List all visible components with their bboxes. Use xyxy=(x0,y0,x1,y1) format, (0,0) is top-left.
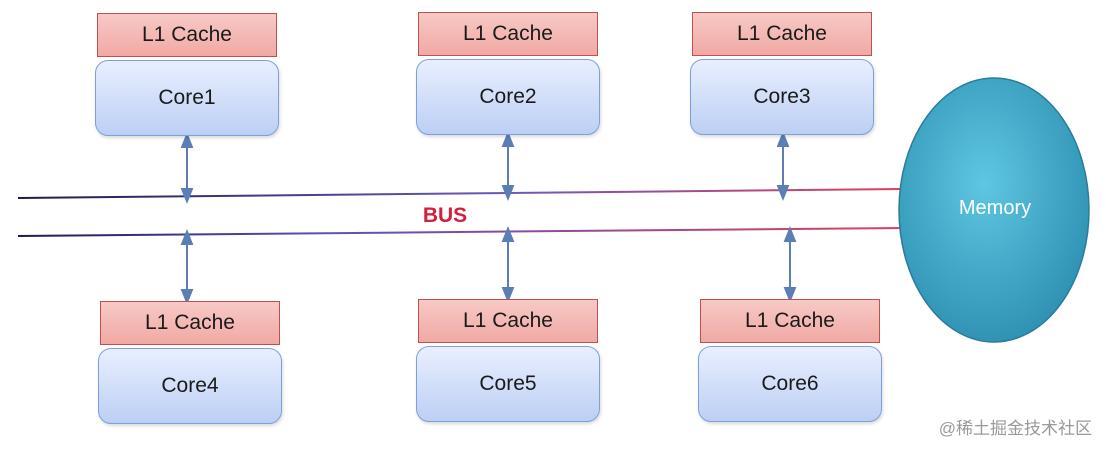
l1-cache-core5: L1 Cache xyxy=(418,299,598,343)
memory-ellipse xyxy=(898,77,1090,343)
watermark-text: @稀土掘金技术社区 xyxy=(938,419,1092,438)
l1-cache-core3: L1 Cache xyxy=(692,12,872,56)
bus-upper-line xyxy=(17,188,901,199)
core5-box: Core5 xyxy=(416,346,600,422)
memory-label: Memory xyxy=(958,197,1032,219)
core2-box: Core2 xyxy=(416,59,600,135)
l1-cache-core1: L1 Cache xyxy=(97,13,277,57)
l1-cache-core6: L1 Cache xyxy=(700,299,880,343)
core4-box: Core4 xyxy=(98,348,282,424)
core3-box: Core3 xyxy=(690,59,874,135)
l1-cache-core2: L1 Cache xyxy=(418,12,598,56)
bus-lower-line xyxy=(17,227,901,237)
core6-box: Core6 xyxy=(698,346,882,422)
l1-cache-core4: L1 Cache xyxy=(100,301,280,345)
bus-label: BUS xyxy=(422,204,468,227)
core1-box: Core1 xyxy=(95,60,279,136)
